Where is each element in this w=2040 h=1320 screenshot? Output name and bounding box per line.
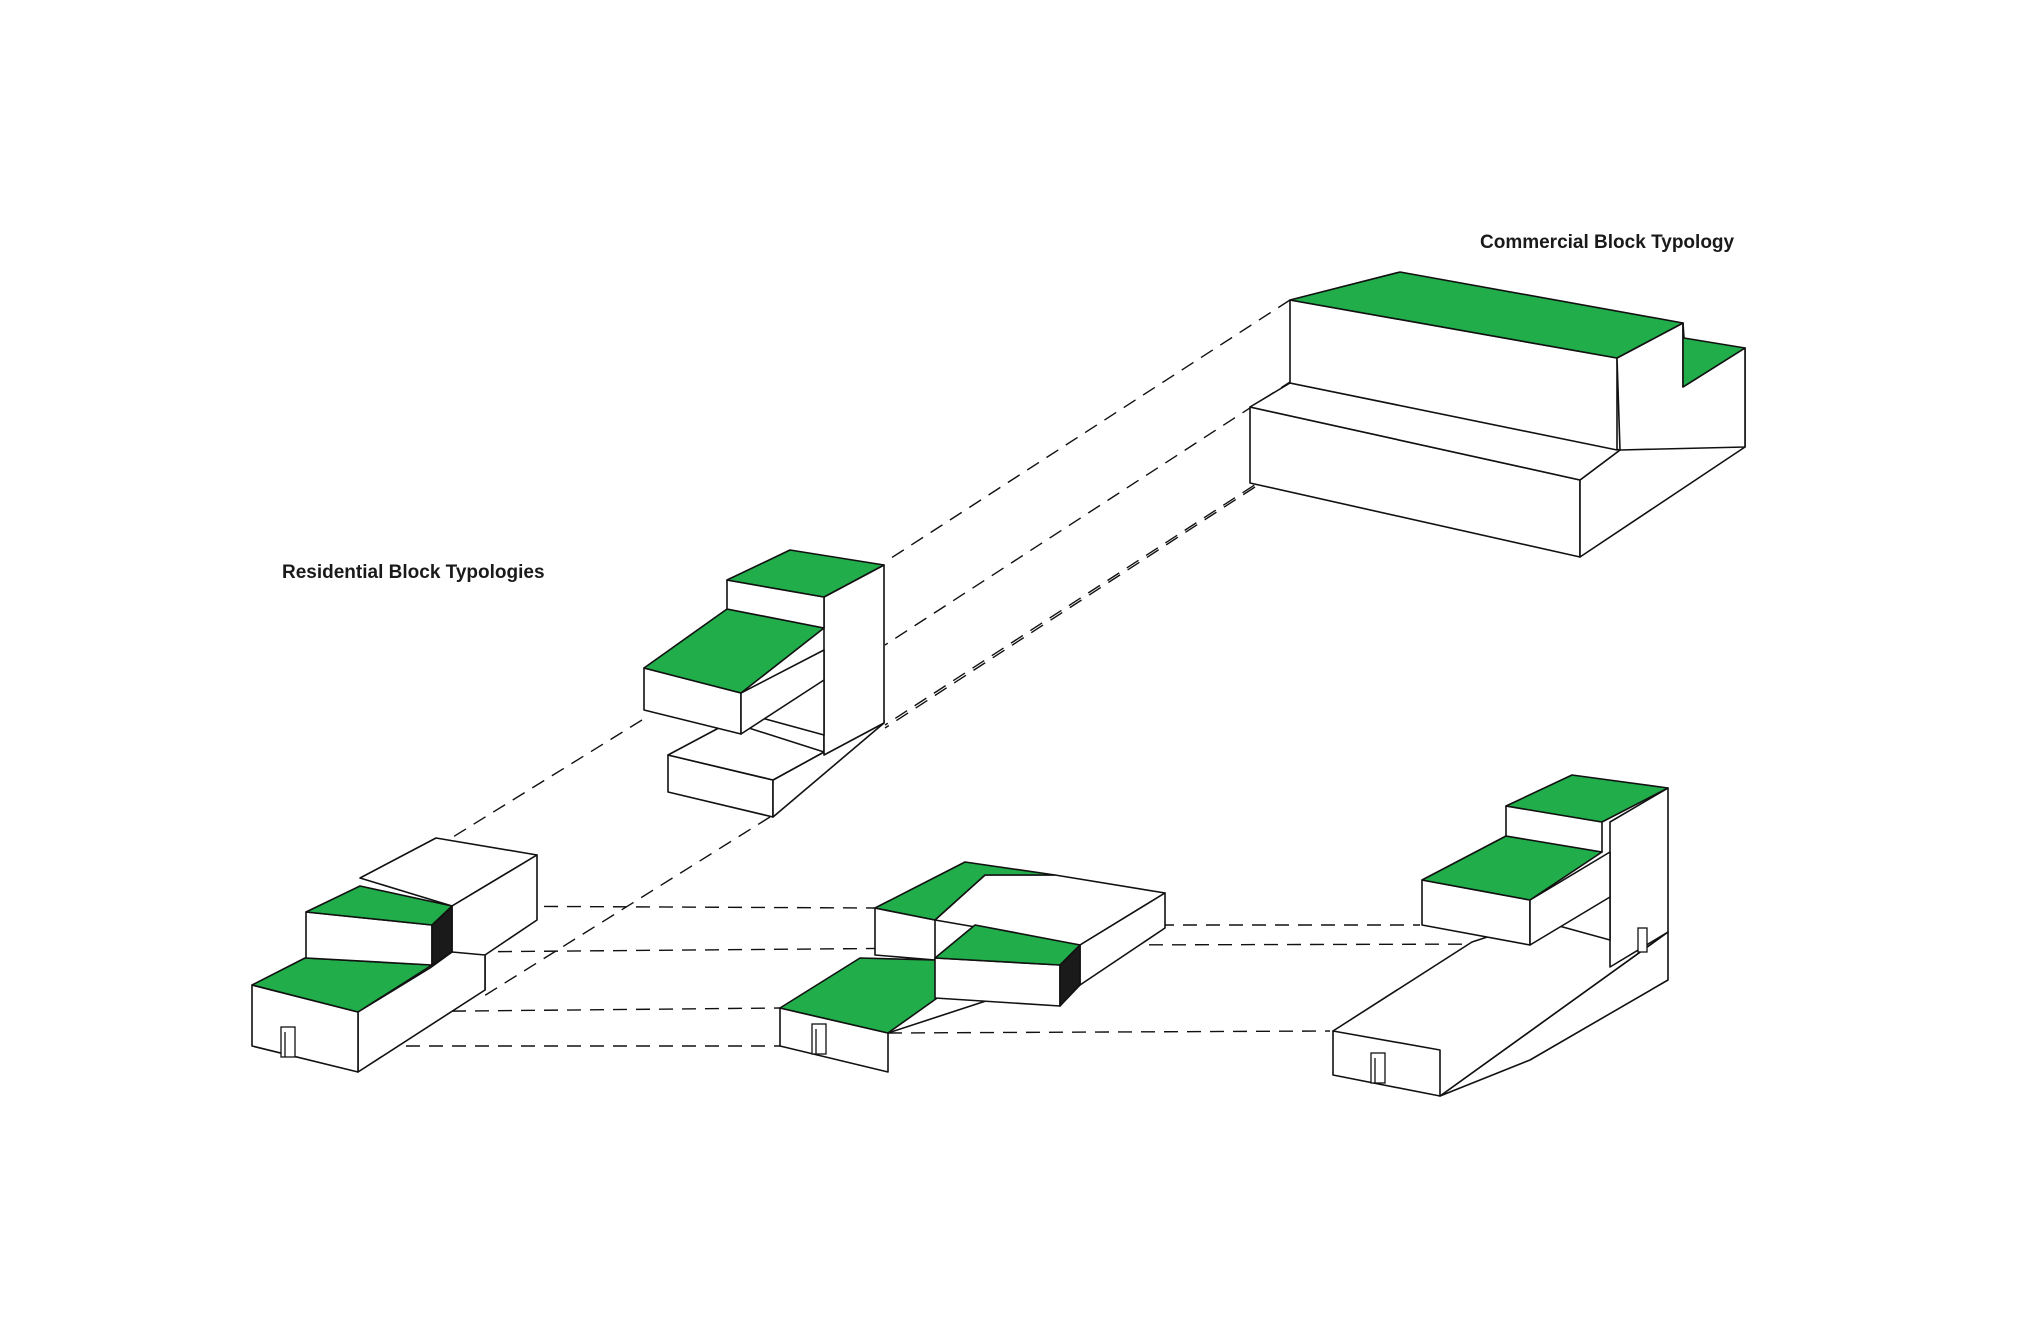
mid-upper-roof — [934, 924, 1081, 966]
connector-line — [451, 947, 936, 953]
residential-left-block — [251, 837, 538, 1073]
mid-back-roof — [874, 861, 1056, 921]
commercial-block-typology-label: Commercial Block Typology — [1480, 232, 1735, 253]
right-base-front — [1332, 1030, 1441, 1097]
connector-line — [439, 719, 643, 846]
residential-block-typologies-label: Residential Block Typologies — [282, 562, 545, 583]
connector-line — [887, 1030, 1331, 1034]
right-side-window-icon — [1637, 927, 1648, 953]
residential-middle-block — [779, 861, 1166, 1073]
left-door-icon — [280, 1026, 296, 1058]
connector-line — [884, 486, 1256, 729]
commercial-block — [1249, 271, 1746, 558]
connector-line — [884, 299, 1291, 563]
residential-right-block — [1332, 774, 1669, 1097]
center-top-roof — [726, 549, 885, 598]
right-door-icon — [1370, 1052, 1386, 1084]
connector-line — [483, 816, 771, 997]
right-top-roof — [1505, 774, 1669, 823]
commercial-side-roof — [1682, 322, 1746, 388]
mid-upper-front — [934, 957, 1061, 1007]
right-mid-side — [1529, 851, 1611, 946]
residential-center-block — [643, 549, 885, 818]
connector-line — [884, 329, 1371, 646]
mid-door-icon — [811, 1023, 827, 1055]
left-mid-roof — [305, 885, 453, 926]
center-mid-side — [740, 649, 825, 735]
center-tower-side — [823, 564, 885, 756]
connector-line — [1079, 943, 1531, 946]
